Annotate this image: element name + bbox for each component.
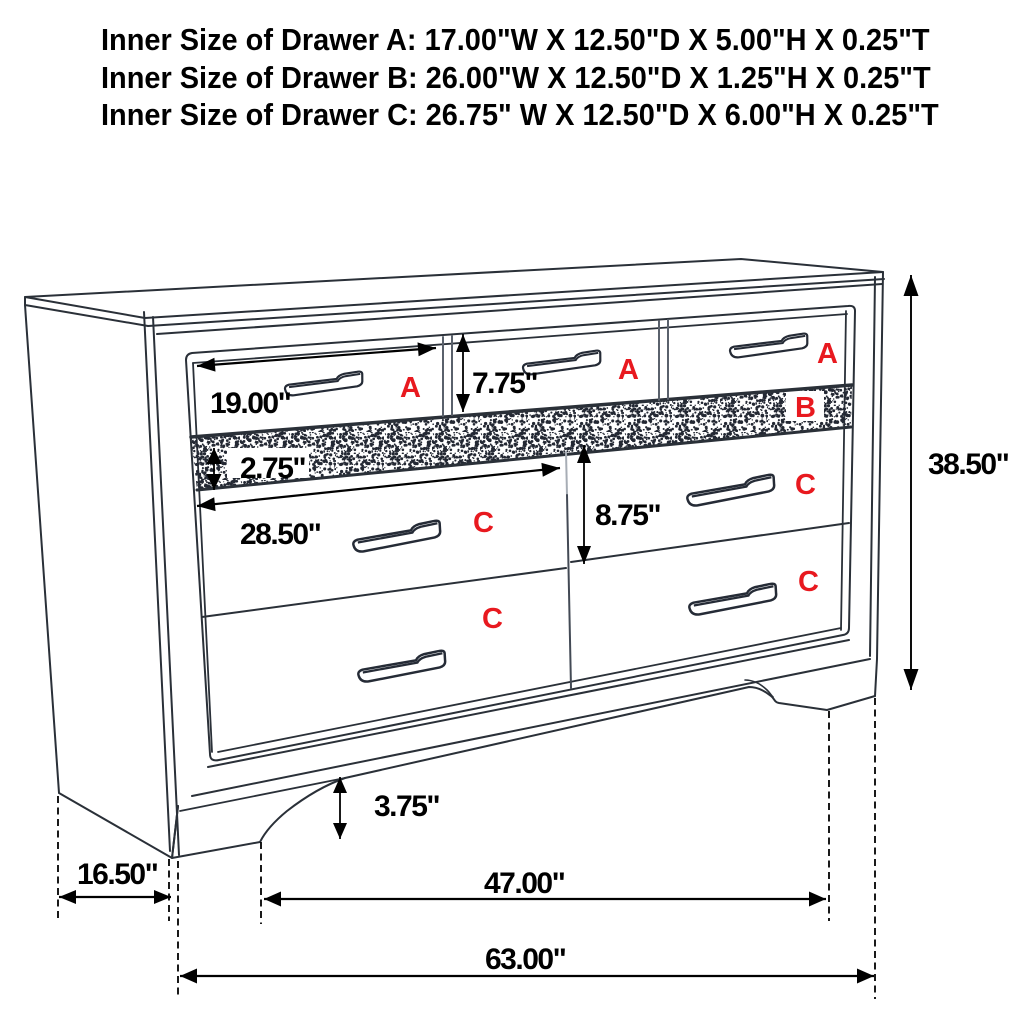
svg-text:63.00": 63.00" bbox=[485, 943, 566, 976]
svg-text:8.75": 8.75" bbox=[595, 499, 660, 532]
svg-text:47.00": 47.00" bbox=[484, 867, 565, 900]
svg-text:3.75": 3.75" bbox=[374, 790, 439, 823]
svg-text:C: C bbox=[482, 603, 503, 635]
svg-text:A: A bbox=[400, 372, 421, 404]
svg-text:28.50": 28.50" bbox=[240, 518, 321, 551]
svg-text:2.75": 2.75" bbox=[240, 452, 305, 485]
svg-text:16.50": 16.50" bbox=[77, 858, 158, 891]
svg-text:C: C bbox=[473, 507, 494, 539]
svg-text:C: C bbox=[798, 566, 819, 598]
svg-text:38.50": 38.50" bbox=[928, 448, 1009, 481]
svg-text:19.00": 19.00" bbox=[210, 387, 291, 420]
svg-text:B: B bbox=[795, 392, 816, 424]
svg-text:A: A bbox=[618, 354, 639, 386]
svg-text:C: C bbox=[795, 469, 816, 501]
svg-text:A: A bbox=[817, 338, 838, 370]
svg-text:7.75": 7.75" bbox=[472, 367, 537, 400]
